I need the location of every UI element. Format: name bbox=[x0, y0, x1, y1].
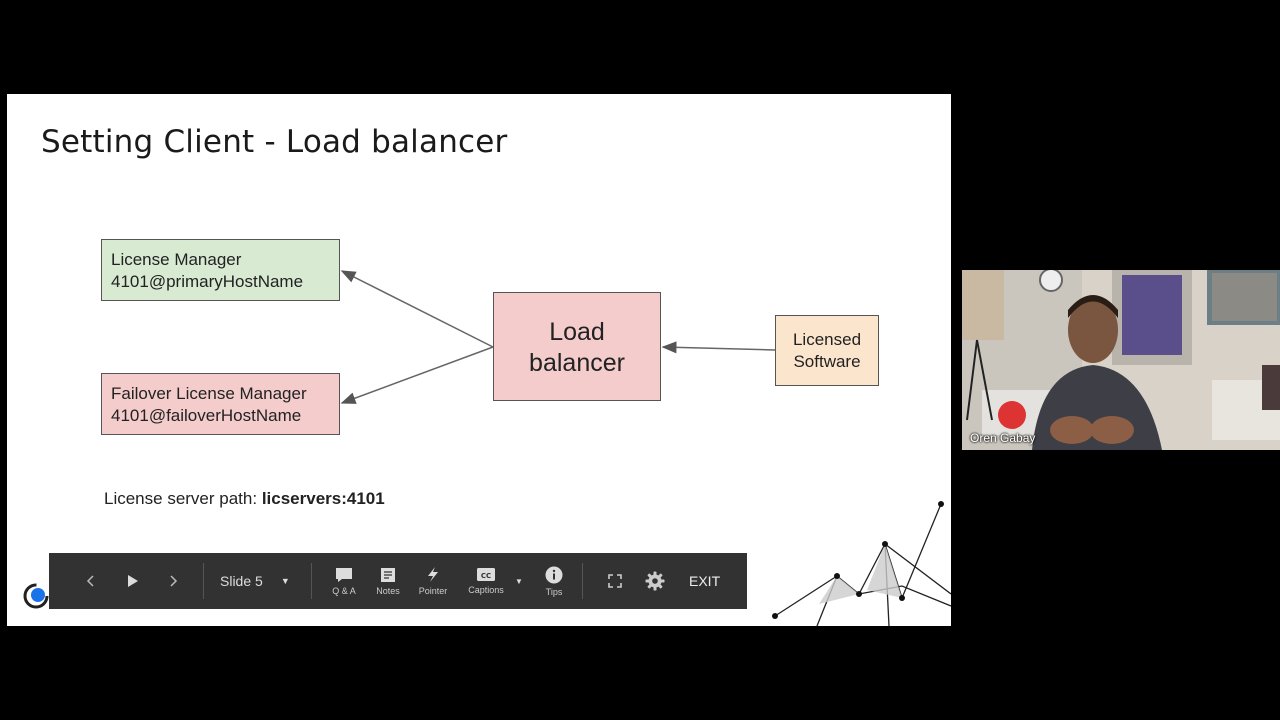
play-icon bbox=[128, 575, 138, 587]
qa-icon bbox=[336, 567, 352, 582]
pointer-label: Pointer bbox=[418, 586, 448, 596]
failover-manager-host: 4101@failoverHostName bbox=[111, 406, 302, 425]
presentation-slide: Setting Client - Load balancer License M… bbox=[7, 94, 951, 626]
svg-text:CC: CC bbox=[481, 572, 491, 580]
caret-down-icon: ▼ bbox=[280, 576, 290, 586]
licensed-software-box: Licensed Software bbox=[775, 315, 879, 386]
slide-selector[interactable]: Slide 5 ▼ bbox=[220, 553, 290, 609]
loading-spinner-icon bbox=[23, 583, 49, 609]
participant-video-feed bbox=[962, 270, 1280, 450]
chevron-right-icon bbox=[170, 575, 178, 587]
licensed-software-line2: Software bbox=[793, 352, 861, 371]
notes-button[interactable]: Notes bbox=[373, 553, 403, 609]
qa-button[interactable]: Q & A bbox=[329, 553, 359, 609]
captions-label: Captions bbox=[468, 585, 504, 595]
licensed-software-line1: Licensed bbox=[792, 330, 862, 349]
decorative-network-graphic bbox=[772, 501, 951, 626]
caret-down-icon: ▼ bbox=[515, 576, 523, 586]
notes-label: Notes bbox=[376, 585, 400, 596]
qa-label: Q & A bbox=[332, 585, 356, 596]
previous-slide-button[interactable] bbox=[81, 553, 101, 609]
play-button[interactable] bbox=[123, 553, 143, 609]
participant-name: Oren Gabay bbox=[970, 431, 1036, 445]
exit-button[interactable]: EXIT bbox=[689, 573, 721, 589]
notes-icon bbox=[381, 567, 395, 582]
settings-button[interactable] bbox=[645, 553, 665, 609]
toolbar-divider bbox=[203, 563, 204, 599]
failover-manager-box: Failover License Manager 4101@failoverHo… bbox=[101, 373, 340, 435]
slide-title: Setting Client - Load balancer bbox=[41, 124, 508, 160]
presentation-toolbar: Slide 5 ▼ Q & A Notes Pointer CC Caption… bbox=[49, 553, 747, 609]
next-slide-button[interactable] bbox=[163, 553, 183, 609]
toolbar-divider bbox=[582, 563, 583, 599]
license-manager-host: 4101@primaryHostName bbox=[111, 272, 304, 291]
closed-captions-icon: CC bbox=[477, 568, 495, 581]
arrow-to-license-manager bbox=[340, 270, 494, 348]
tips-button[interactable]: Tips bbox=[539, 553, 569, 609]
license-server-path: License server path: licservers:4101 bbox=[104, 489, 385, 509]
captions-options-button[interactable]: ▼ bbox=[513, 553, 525, 609]
arrow-to-failover-manager bbox=[340, 346, 494, 404]
fullscreen-icon bbox=[608, 574, 622, 588]
laser-pointer-icon bbox=[428, 567, 438, 582]
gear-icon bbox=[645, 571, 665, 591]
license-server-path-value: licservers:4101 bbox=[261, 489, 385, 508]
toolbar-divider bbox=[311, 563, 312, 599]
fullscreen-button[interactable] bbox=[605, 553, 625, 609]
pointer-button[interactable]: Pointer bbox=[415, 553, 451, 609]
license-manager-label: License Manager bbox=[111, 250, 242, 269]
captions-button[interactable]: CC Captions bbox=[465, 553, 507, 609]
tips-label: Tips bbox=[545, 586, 563, 597]
load-balancer-line1: Load bbox=[549, 318, 605, 346]
failover-manager-label: Failover License Manager bbox=[111, 384, 307, 403]
load-balancer-line2: balancer bbox=[529, 349, 625, 377]
slide-selector-value: Slide 5 bbox=[220, 573, 263, 589]
license-server-path-label: License server path: bbox=[104, 489, 262, 508]
load-balancer-box: Load balancer bbox=[493, 292, 661, 401]
info-icon bbox=[545, 566, 563, 583]
participant-video-tile: Oren Gabay bbox=[962, 270, 1280, 450]
diagram-arrows bbox=[340, 270, 776, 404]
license-manager-box: License Manager 4101@primaryHostName bbox=[101, 239, 340, 301]
arrow-to-load-balancer bbox=[661, 341, 776, 354]
chevron-left-icon bbox=[86, 575, 94, 587]
